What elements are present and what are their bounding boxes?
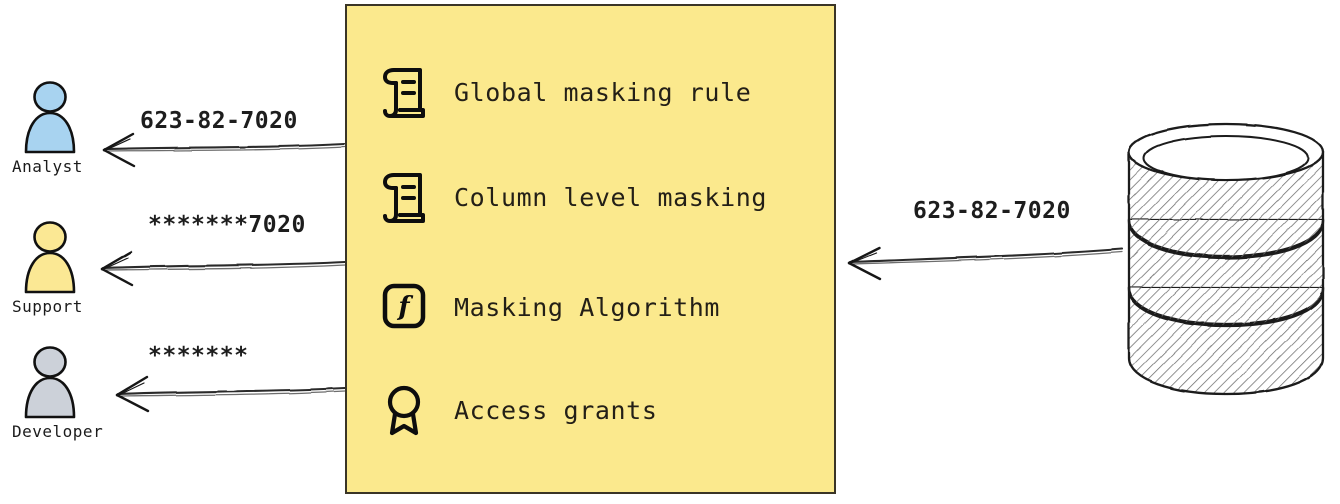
function-box-icon: f <box>380 281 428 333</box>
svg-text:f: f <box>396 292 413 322</box>
person-icon <box>16 80 94 156</box>
person-icon <box>16 220 94 296</box>
arrow-to-developer <box>115 375 347 413</box>
scroll-icon <box>380 66 428 118</box>
policy-item-access-grants[interactable]: Access grants <box>380 384 657 436</box>
scroll-icon <box>380 171 428 223</box>
actor-analyst[interactable]: Analyst <box>8 80 128 176</box>
actor-label: Analyst <box>12 157 83 176</box>
actor-developer[interactable]: Developer <box>8 345 128 441</box>
edge-label-developer: ******* <box>148 343 249 369</box>
actor-label: Support <box>12 297 83 316</box>
policy-item-label: Global masking rule <box>454 77 752 107</box>
arrow-to-analyst <box>102 132 347 168</box>
person-icon <box>16 345 94 421</box>
award-ribbon-icon <box>380 384 428 436</box>
policy-item-label: Access grants <box>454 395 658 425</box>
policy-item-global-masking-rule[interactable]: Global masking rule <box>380 66 751 118</box>
arrow-to-support <box>100 250 347 287</box>
edge-label-support: *******7020 <box>148 212 306 238</box>
policy-item-masking-algorithm[interactable]: f Masking Algorithm <box>380 281 720 333</box>
policy-item-label: Column level masking <box>454 182 768 212</box>
edge-label-analyst: 623-82-7020 <box>140 108 298 134</box>
actor-support[interactable]: Support <box>8 220 128 316</box>
database-cylinder-icon[interactable] <box>1122 118 1332 403</box>
policy-item-column-level-masking[interactable]: Column level masking <box>380 171 767 223</box>
policy-panel: Global masking rule Column level masking <box>345 4 836 494</box>
arrow-database-to-panel <box>847 246 1124 281</box>
actor-label: Developer <box>12 422 104 441</box>
policy-item-label: Masking Algorithm <box>454 292 721 322</box>
edge-label-database: 623-82-7020 <box>913 198 1071 224</box>
